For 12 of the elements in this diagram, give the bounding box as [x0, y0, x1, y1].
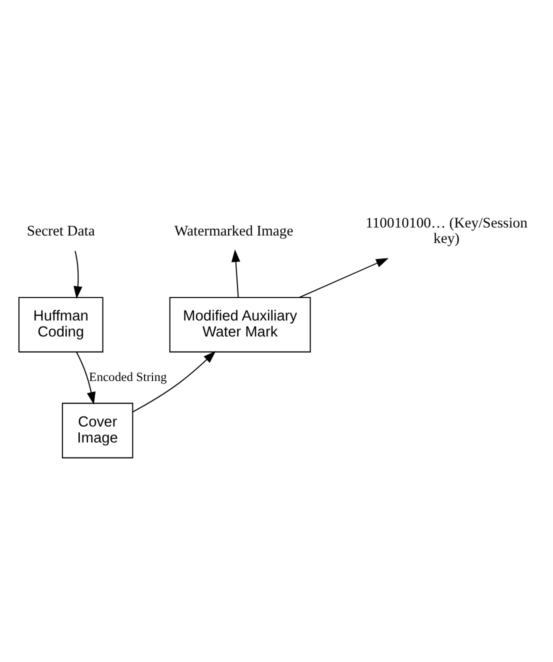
node-box: Modified Auxiliary Water Mark — [169, 296, 311, 352]
node-text: Secret Data — [26, 223, 95, 240]
node-box: Huffman Coding — [18, 296, 104, 352]
arrow — [231, 249, 240, 298]
node-text: Watermarked Image — [174, 223, 294, 240]
arrow — [299, 258, 389, 298]
arrow — [132, 350, 216, 412]
edge-label: Encoded String — [89, 370, 167, 384]
arrow — [76, 352, 96, 405]
node-box: Cover Image — [62, 402, 134, 458]
arrow — [74, 250, 82, 299]
node-text: 110010100… (Key/Session key) — [366, 215, 528, 248]
